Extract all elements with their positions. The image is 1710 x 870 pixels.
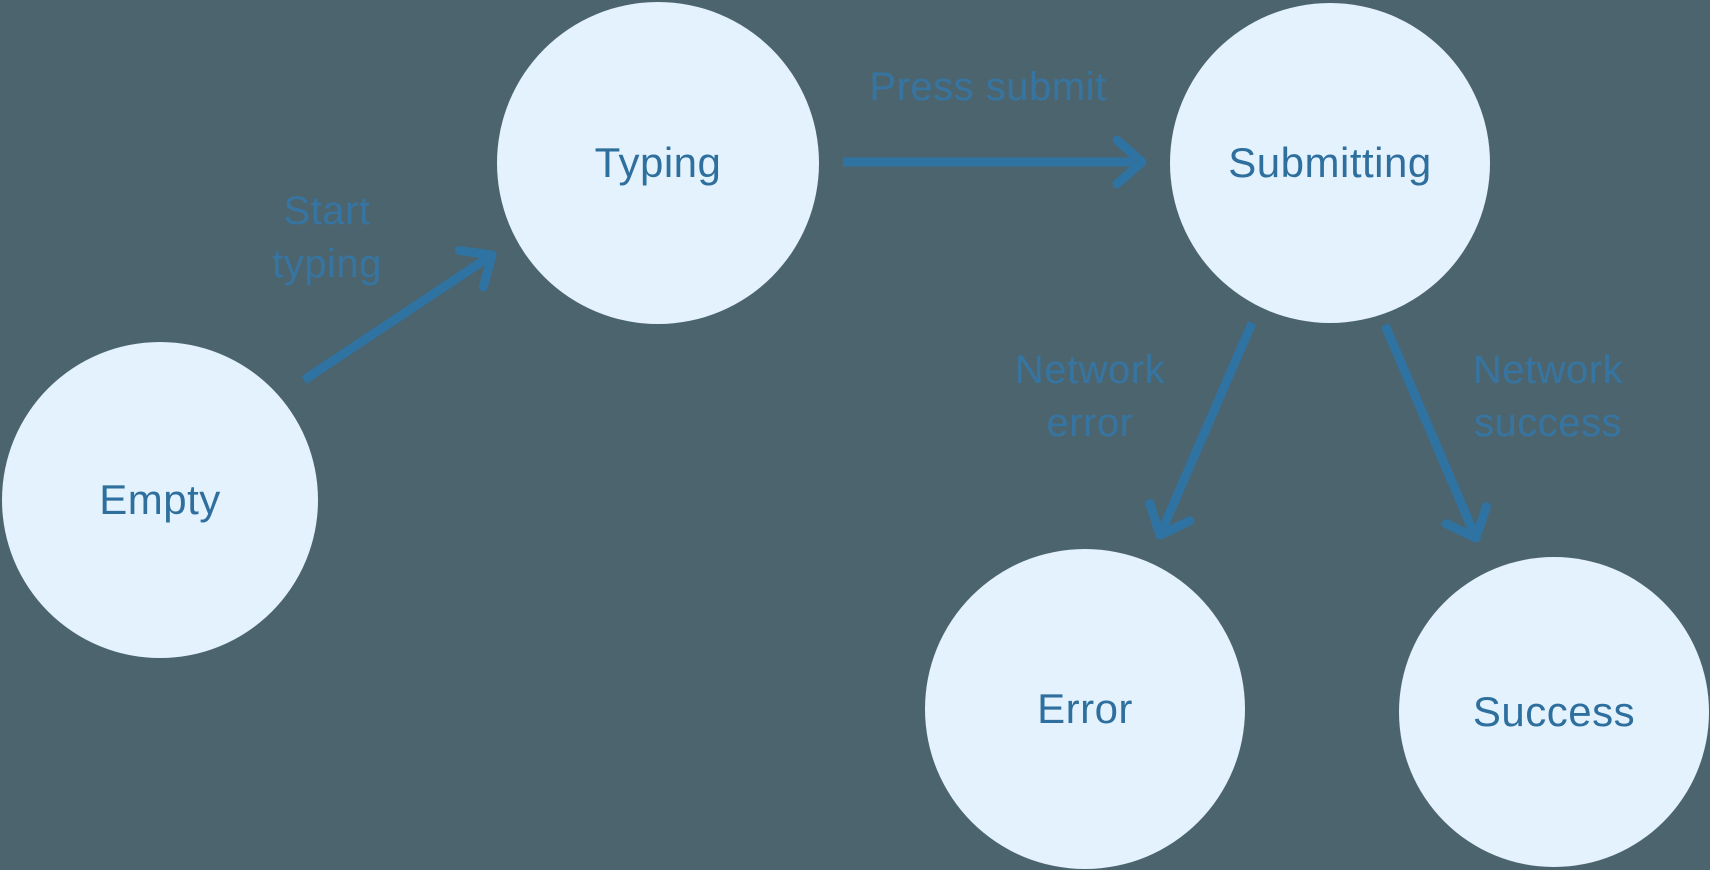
edge-label-line: error: [1046, 400, 1134, 445]
transition-empty-typing: [301, 246, 497, 384]
arrowhead-icon: [454, 246, 497, 292]
transition-submitting-error: [1145, 321, 1257, 540]
arrow-line: [301, 251, 495, 384]
state-node-success: Success: [1399, 557, 1709, 867]
transition-submitting-success: [1380, 323, 1491, 543]
edge-label-submitting-success: Network success: [1473, 344, 1623, 450]
state-node-typing: Typing: [497, 2, 819, 324]
arrow-line: [1155, 321, 1257, 537]
edge-label-line: typing: [272, 241, 382, 286]
edge-label-line: success: [1473, 400, 1622, 445]
arrowhead-icon: [1145, 499, 1195, 540]
arrow-line: [1380, 323, 1481, 540]
edge-label-submitting-error: Network error: [1015, 344, 1165, 450]
state-label-submitting: Submitting: [1228, 139, 1432, 186]
edge-label-line: Start: [283, 188, 371, 233]
state-node-error: Error: [925, 549, 1245, 869]
state-label-typing: Typing: [594, 139, 722, 186]
state-node-empty: Empty: [2, 342, 318, 658]
state-label-empty: Empty: [99, 476, 221, 523]
edge-label-line: Press submit: [869, 64, 1107, 109]
edge-label-line: Network: [1014, 347, 1166, 392]
transition-typing-submitting: [843, 135, 1147, 189]
state-label-error: Error: [1037, 685, 1133, 732]
state-label-success: Success: [1472, 688, 1636, 735]
edge-label-empty-typing: Start typing: [272, 185, 382, 291]
arrowhead-icon: [1441, 502, 1491, 543]
edge-label-line: Network: [1472, 347, 1624, 392]
state-node-submitting: Submitting: [1170, 3, 1490, 323]
arrowhead-icon: [1112, 135, 1147, 189]
edge-label-typing-submitting: Press submit: [869, 61, 1106, 114]
